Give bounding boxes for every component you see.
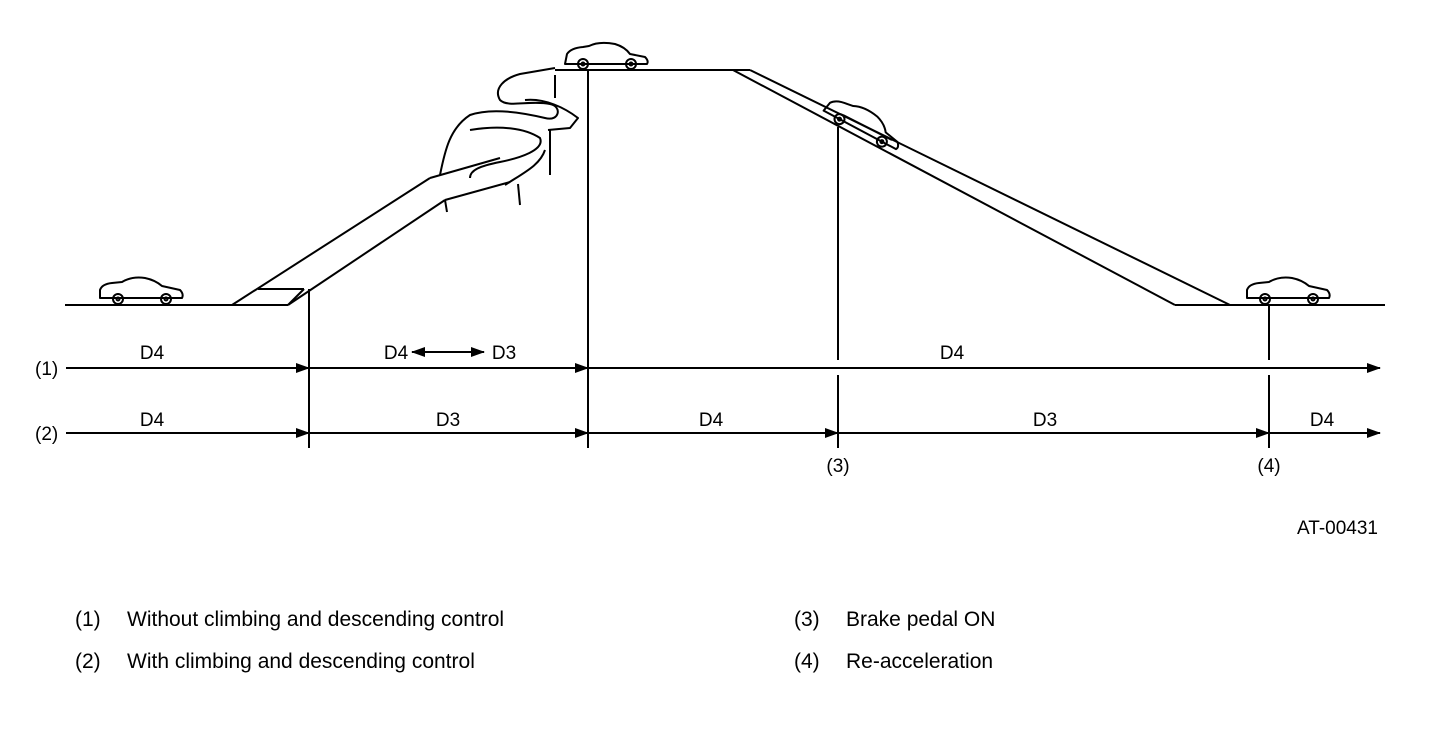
row-1-segment-label: D3 — [492, 343, 516, 364]
legend-num: (3) — [794, 608, 820, 631]
legend-text: With climbing and descending control — [127, 650, 475, 673]
row-2-segment-label: D3 — [436, 410, 460, 431]
point-3-marker: (3) — [826, 456, 849, 477]
legend-item-4: (4) Re-acceleration — [794, 650, 993, 674]
car-summit — [564, 41, 649, 70]
row-2-marker: (2) — [35, 424, 58, 445]
legend-item-1: (1) Without climbing and descending contr… — [75, 608, 504, 632]
row-2-segment-label: D4 — [140, 410, 165, 431]
legend-num: (1) — [75, 608, 101, 631]
point-4-marker: (4) — [1257, 456, 1280, 477]
legend-item-3: (3) Brake pedal ON — [794, 608, 995, 632]
legend-text: Brake pedal ON — [846, 608, 996, 631]
row-1-marker: (1) — [35, 359, 58, 380]
row-1-segment-label: D4 — [384, 343, 409, 364]
legend-text: Re-acceleration — [846, 650, 994, 673]
car-flat-right — [1246, 276, 1331, 305]
car-descending — [822, 100, 900, 151]
legend-text: Without climbing and descending control — [127, 608, 505, 631]
row-2-segment-label: D3 — [1033, 410, 1057, 431]
row-1-segment-label: D4 — [940, 343, 965, 364]
division-lines — [308, 70, 1270, 448]
legend-num: (4) — [794, 650, 820, 673]
row-1-segment-label: D4 — [140, 343, 165, 364]
row-2-segment-label: D4 — [1310, 410, 1335, 431]
car-flat-left — [99, 276, 184, 305]
road-profile — [65, 67, 1385, 306]
figure-id: AT-00431 — [1297, 518, 1378, 539]
legend-item-2: (2) With climbing and descending control — [75, 650, 475, 674]
legend-num: (2) — [75, 650, 101, 673]
row-2-segment-label: D4 — [699, 410, 724, 431]
